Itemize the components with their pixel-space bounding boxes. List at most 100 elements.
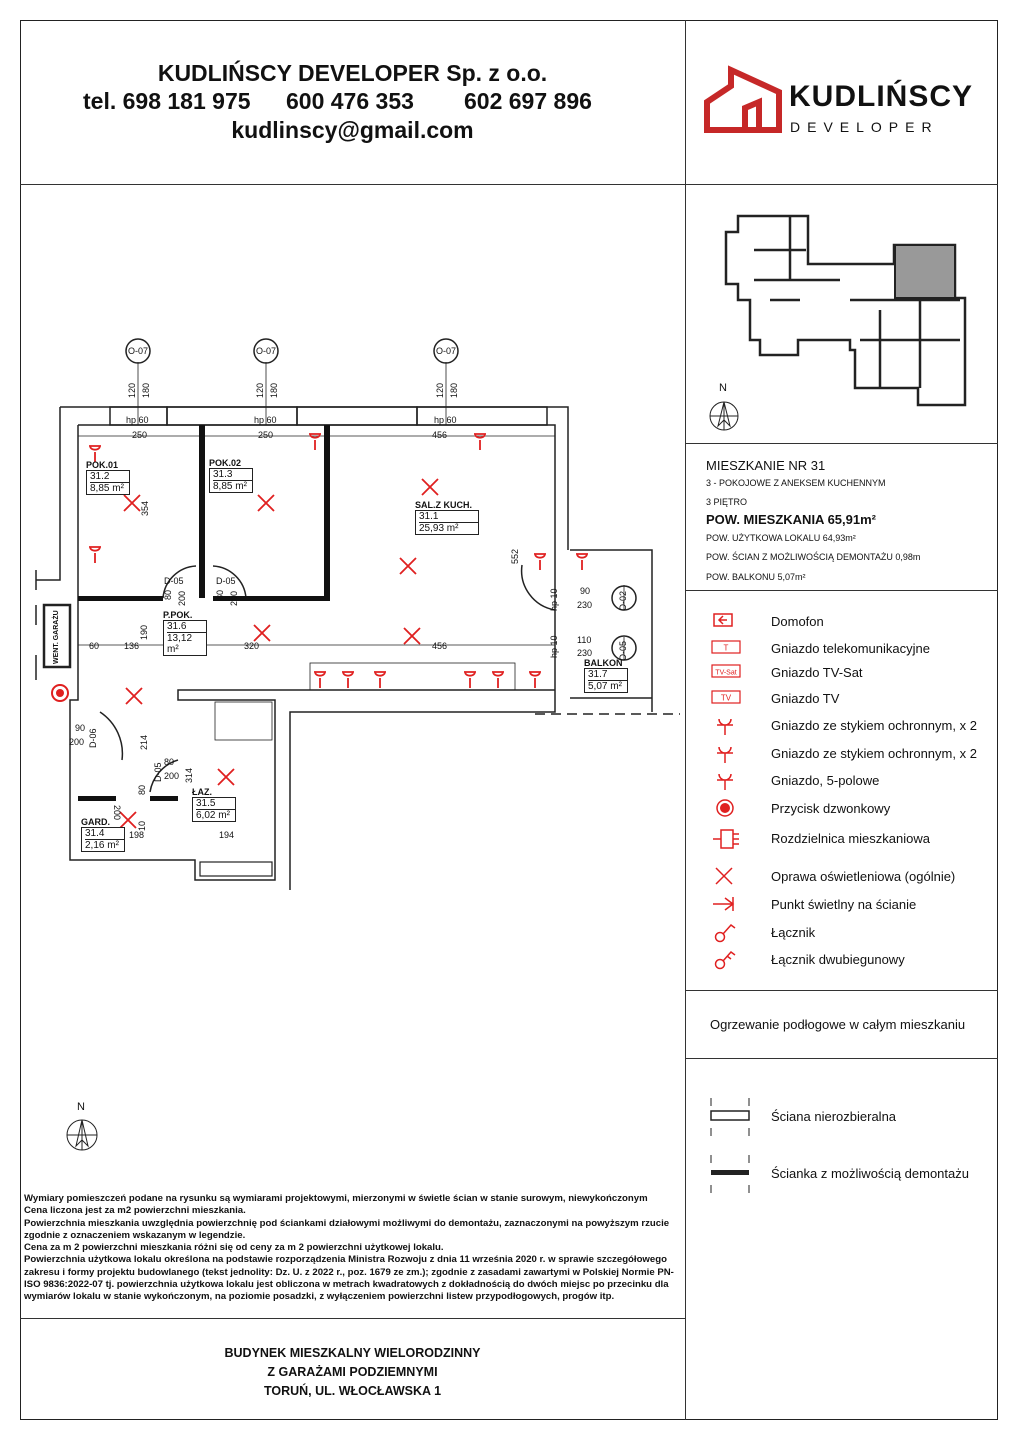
window-height: 180 xyxy=(141,382,151,398)
door-tag: D-05 xyxy=(153,762,163,782)
divider xyxy=(20,1318,685,1319)
apartment-area: POW. MIESZKANIA 65,91m² xyxy=(706,512,876,527)
door-tag: D-05 xyxy=(164,576,184,586)
load-bearing-wall-icon xyxy=(708,1098,752,1136)
removable-wall-icon xyxy=(708,1155,752,1193)
room-name: P.POK. xyxy=(163,610,193,620)
dimension: 194 xyxy=(219,830,235,840)
window-tag: O-07 xyxy=(436,346,457,356)
light-fixture-icon xyxy=(711,866,743,893)
footer-line: TORUŃ, UL. WŁOCŁAWSKA 1 xyxy=(263,1384,442,1398)
logo-subtitle: DEVELOPER xyxy=(790,119,939,135)
dimension: 314 xyxy=(184,767,194,783)
room-number: 31.1 xyxy=(419,511,478,523)
dimension: 354 xyxy=(140,500,150,516)
dimension: 552 xyxy=(510,548,520,564)
footer-line: Z GARAŻAMI PODZIEMNYMI xyxy=(267,1365,438,1379)
dimension: 250 xyxy=(258,430,274,440)
phone-1: tel. 698 181 975 xyxy=(83,88,251,114)
divider xyxy=(685,1058,998,1059)
email: kudlinscy@gmail.com xyxy=(231,117,474,143)
window-height: 180 xyxy=(449,382,459,398)
balcony-door-height: 230 xyxy=(577,600,593,610)
window-width: 120 xyxy=(435,382,445,398)
note: Wymiary pomieszczeń podane na rysunku są… xyxy=(24,1193,648,1204)
apartment-title: MIESZKANIE NR 31 xyxy=(706,458,826,473)
room-name: POK.01 xyxy=(86,460,119,470)
door-height: 200 xyxy=(164,771,180,781)
room-name: GARD. xyxy=(81,817,110,827)
door-width: 80 xyxy=(164,757,175,767)
legend-label: Przycisk dzwonkowy xyxy=(771,801,891,816)
window-height: 180 xyxy=(269,382,279,398)
divider xyxy=(685,990,998,991)
room-name: SAL.Z KUCH. xyxy=(415,500,472,510)
divider xyxy=(685,590,998,591)
balcony-door-tag: O-02 xyxy=(618,590,628,611)
dimension: 200 xyxy=(112,805,122,821)
dimension: 80 xyxy=(137,784,147,795)
footer-line: BUDYNEK MIESZKALNY WIELORODZINNY xyxy=(224,1346,481,1360)
room-area: 6,02 m² xyxy=(196,810,230,821)
company-name: KUDLIŃSCY DEVELOPER Sp. z o.o. xyxy=(157,60,548,86)
legend-label: Łącznik dwubiegunowy xyxy=(771,952,905,967)
legend-label: Gniazdo TV-Sat xyxy=(771,665,863,680)
window-tag: O-07 xyxy=(128,346,149,356)
dimension: 190 xyxy=(139,624,149,640)
wall-legend-label: Ściana nierozbieralna xyxy=(771,1109,897,1124)
socket-ground-icon xyxy=(711,715,743,742)
legend-label: Punkt świetlny na ścianie xyxy=(771,897,917,912)
note: Powierzchnia użytkowa lokalu określona n… xyxy=(24,1254,674,1303)
wall-legend-label: Ścianka z możliwością demontażu xyxy=(771,1166,969,1181)
legend-label: Oprawa oświetleniowa (ogólnie) xyxy=(771,869,956,884)
room-name: POK.02 xyxy=(209,458,242,468)
balcony-door-sill: hp 10 xyxy=(549,588,559,611)
divider xyxy=(685,20,686,1420)
vent-label: WENT. GARAŻU xyxy=(53,610,60,664)
wall-light-icon xyxy=(711,894,743,921)
apartment-floor: 3 PIĘTRO xyxy=(706,497,748,507)
dimension: 456 xyxy=(432,641,448,651)
double-switch-icon xyxy=(711,949,743,976)
door-width: 90 xyxy=(75,723,86,733)
door-height: 200 xyxy=(229,590,239,606)
door-width: 80 xyxy=(163,589,173,600)
balcony-door-width: 110 xyxy=(577,635,592,645)
svg-text:T: T xyxy=(724,644,729,653)
tv-sat-socket-icon: TV-Sat xyxy=(711,662,743,689)
legend-label: Domofon xyxy=(771,614,824,629)
dimension: 60 xyxy=(89,641,100,651)
legend-label: Gniazdo telekomunikacyjne xyxy=(771,641,930,656)
intercom-icon xyxy=(711,611,743,638)
note: Cena za m 2 powierzchni mieszkania różni… xyxy=(24,1242,444,1254)
removable-walls-area: POW. ŚCIAN Z MOŻLIWOŚCIĄ DEMONTAŻU 0,98m xyxy=(706,552,921,562)
room-area: 25,93 m² xyxy=(419,523,459,534)
svg-text:TV: TV xyxy=(721,694,732,703)
doorbell-icon xyxy=(711,798,743,825)
door-tag: D-06 xyxy=(88,728,98,748)
room-number: 31.7 xyxy=(588,669,627,681)
door-tag: D-05 xyxy=(216,576,236,586)
note: Powierzchnia mieszkania uwzględnia powie… xyxy=(24,1217,670,1241)
room-number: 31.5 xyxy=(196,798,235,810)
door-height: 200 xyxy=(177,590,187,606)
note: Cena liczona jest za m2 powierzchni mies… xyxy=(24,1205,246,1217)
legend-label: Rozdzielnica mieszkaniowa xyxy=(771,831,930,846)
legend-label: Gniazdo TV xyxy=(771,691,840,706)
room-area: 5,07 m² xyxy=(588,681,622,692)
legend-label: Gniazdo ze stykiem ochronnym, x 2 xyxy=(771,718,977,733)
socket-5pole-icon xyxy=(711,770,743,797)
logo-house-icon xyxy=(703,64,783,134)
north-arrow-icon xyxy=(65,1118,99,1152)
door-height: 200 xyxy=(69,737,85,747)
balcony-door-sill: hp 10 xyxy=(549,635,559,658)
dimension: 198 xyxy=(129,830,145,840)
window-tag: O-07 xyxy=(256,346,277,356)
north-label: N xyxy=(719,382,727,394)
